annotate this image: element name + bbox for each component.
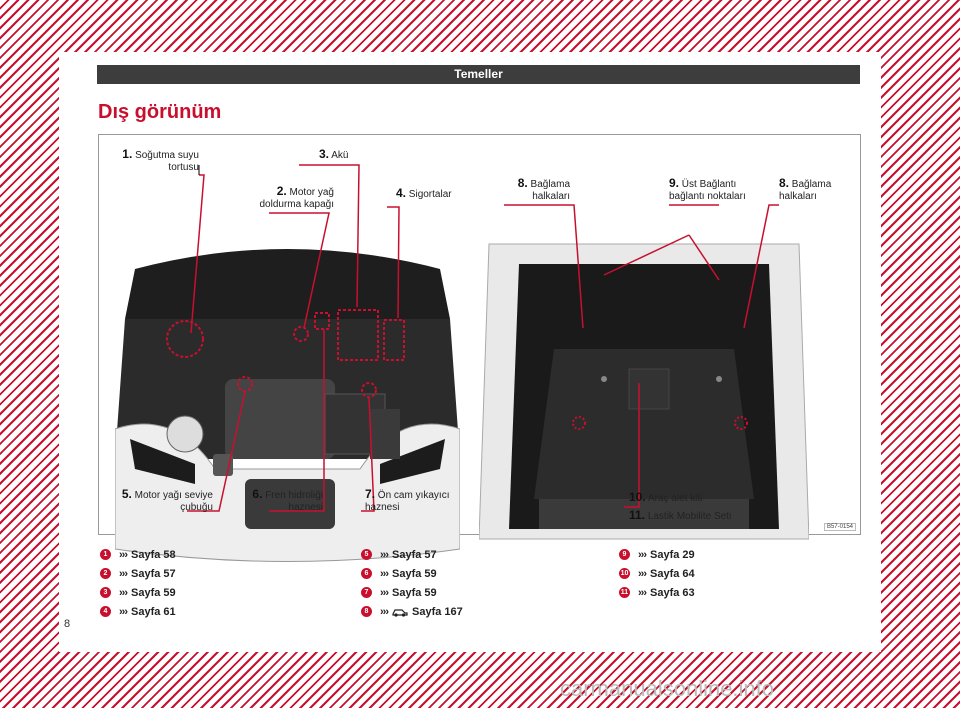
reference-column-2: 5›››Sayfa 57 6›››Sayfa 59 7›››Sayfa 59 8… (361, 545, 463, 621)
reference-item[interactable]: 6›››Sayfa 59 (361, 564, 463, 583)
section-header: Temeller (97, 65, 860, 84)
page-number: 8 (64, 618, 71, 630)
ref-badge: 10 (619, 568, 630, 579)
ref-badge: 2 (100, 568, 111, 579)
ref-badge: 1 (100, 549, 111, 560)
arrow-icon: ››› (638, 567, 647, 580)
arrow-icon: ››› (380, 567, 389, 580)
callout-3: 3. Akü (319, 147, 349, 161)
reference-item[interactable]: 7›››Sayfa 59 (361, 583, 463, 602)
watermark: carmanualsonline.info (560, 676, 775, 701)
reference-column-1: 1›››Sayfa 58 2›››Sayfa 57 3›››Sayfa 59 4… (100, 545, 176, 621)
callout-2: 2. Motor yağ doldurma kapağı (259, 184, 335, 210)
callout-8-right: 8. Bağlama halkaları (779, 176, 832, 202)
reference-item[interactable]: 11›››Sayfa 63 (619, 586, 695, 599)
ref-badge: 4 (100, 606, 111, 617)
reference-item[interactable]: 9›››Sayfa 29 (619, 545, 695, 564)
ref-badge: 5 (361, 549, 372, 560)
arrow-icon: ››› (119, 567, 128, 580)
callout-10: 10. Araç alet kiti (629, 490, 703, 504)
callout-11: 11. Lastik Mobilite Seti (629, 508, 732, 522)
reference-item[interactable]: 2›››Sayfa 57 (100, 564, 176, 583)
ref-badge: 3 (100, 587, 111, 598)
reference-item[interactable]: 10›››Sayfa 64 (619, 567, 695, 580)
arrow-icon: ››› (638, 586, 647, 599)
trunk-photo (479, 229, 809, 562)
arrow-icon: ››› (119, 548, 128, 561)
exterior-figure: 1. Soğutma suyu tortusu 2. Motor yağ dol… (98, 134, 861, 562)
ref-badge: 6 (361, 568, 372, 579)
reference-column-3: 9›››Sayfa 29 10›››Sayfa 64 11›››Sayfa 63 (619, 545, 695, 602)
callout-8-left: 8. Bağlama halkaları (517, 176, 570, 202)
reference-item[interactable]: 8››› Sayfa 167 (361, 602, 463, 621)
arrow-icon: ››› (380, 586, 389, 599)
callout-9: 9. Üst Bağlantı bağlantı noktaları (669, 176, 746, 202)
ref-badge: 7 (361, 587, 372, 598)
figure-code: B57-0154 (823, 523, 856, 531)
reference-item[interactable]: 5›››Sayfa 57 (361, 545, 463, 564)
arrow-icon: ››› (380, 548, 389, 561)
reference-item[interactable]: 1›››Sayfa 58 (100, 545, 176, 564)
callout-4: 4. Sigortalar (396, 186, 452, 200)
ref-badge: 11 (619, 587, 630, 598)
callout-7: 7. Ön cam yıkayıcı haznesi (365, 487, 450, 513)
page-title: Dış görünüm (98, 101, 222, 123)
callout-lines (166, 164, 779, 512)
car-tow-icon (392, 609, 408, 617)
arrow-icon: ››› (119, 605, 128, 618)
callout-5: 5. Motor yağı seviye çubuğu (121, 487, 213, 513)
ref-badge: 9 (619, 549, 630, 560)
arrow-icon: ››› (119, 586, 128, 599)
reference-item[interactable]: 4›››Sayfa 61 (100, 602, 176, 621)
ref-badge: 8 (361, 606, 372, 617)
callout-1: 1. Soğutma suyu tortusu (122, 147, 199, 173)
arrow-icon: ››› (380, 605, 389, 618)
engine-bay-photo (115, 229, 460, 562)
arrow-icon: ››› (638, 548, 647, 561)
reference-item[interactable]: 3›››Sayfa 59 (100, 583, 176, 602)
callout-6: 6. Fren hidroliği haznesi (252, 487, 323, 513)
